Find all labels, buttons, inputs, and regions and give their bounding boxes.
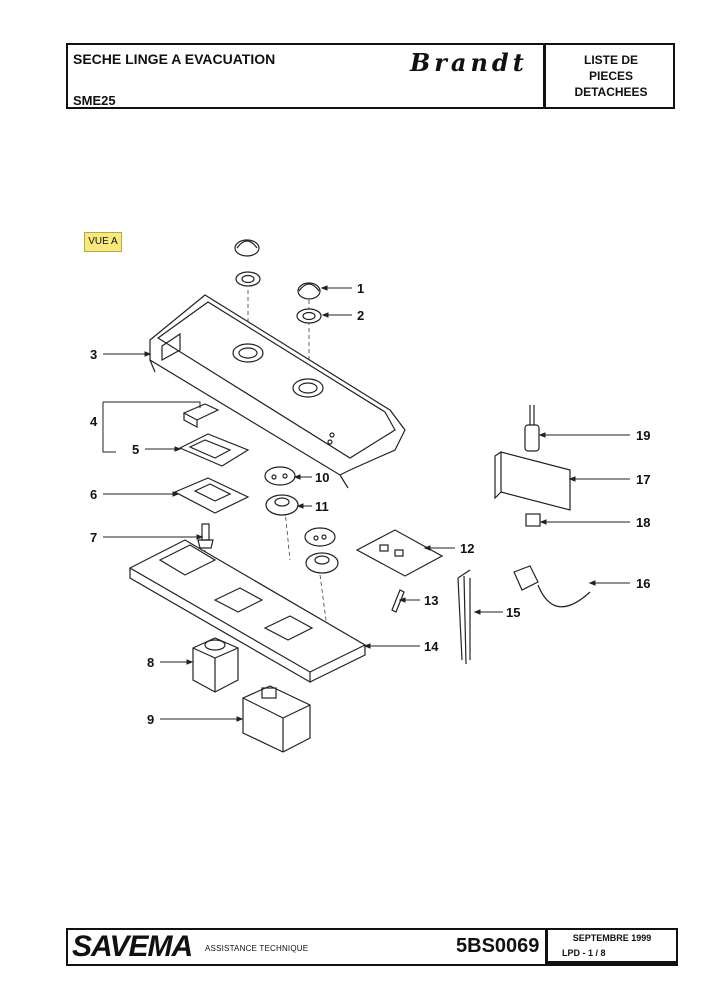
department-label: ASSISTANCE TECHNIQUE [205, 944, 309, 953]
sensor-part-13 [391, 589, 405, 613]
programmer-part-9 [242, 685, 311, 753]
page-info: LPD - 1 / 8 [562, 948, 606, 958]
mains-cable-part-16 [513, 565, 591, 608]
disc-part-10 [264, 466, 336, 547]
harness-part-15 [457, 569, 471, 665]
callout-1: 1 [357, 281, 364, 296]
callout-4: 4 [90, 414, 98, 429]
title-cell: SECHE LINGE A EVACUATION SME25 Brandt [68, 45, 545, 108]
control-panel-part-3 [149, 294, 406, 489]
disc-part-11 [265, 494, 339, 574]
callout-3: 3 [90, 347, 97, 362]
capacitor-part-19 [524, 405, 540, 452]
document-title: SECHE LINGE A EVACUATION [73, 51, 276, 67]
callout-19: 19 [636, 428, 650, 443]
footer-block: SAVEMA ASSISTANCE TECHNIQUE 5BS0069 SEPT… [66, 928, 678, 966]
model-number: SME25 [73, 93, 116, 108]
bracket-part-17 [494, 451, 571, 511]
lamp-part-7 [197, 523, 214, 549]
chassis-part-14 [128, 539, 367, 684]
switch-support-part-5 [178, 433, 250, 467]
title-block: SECHE LINGE A EVACUATION SME25 Brandt LI… [66, 43, 675, 109]
brand-logo: Brandt [410, 48, 528, 77]
callout-9: 9 [147, 712, 154, 727]
document-type-line: LISTE DE [583, 53, 638, 67]
document-type-line: DETACHEES [574, 85, 648, 99]
callout-12: 12 [460, 541, 474, 556]
callout-8: 8 [147, 655, 154, 670]
document-type: LISTE DE PIECES DETACHEES [543, 45, 676, 107]
callout-5: 5 [132, 442, 139, 457]
company-logo: SAVEMA [72, 930, 193, 963]
clip-part-18 [525, 513, 541, 527]
callout-10: 10 [315, 470, 329, 485]
callout-13: 13 [424, 593, 438, 608]
switch-part-4 [182, 403, 220, 429]
document-reference: 5BS0069 [456, 935, 540, 957]
board-part-6 [173, 477, 250, 514]
callout-15: 15 [506, 605, 520, 620]
callout-16: 16 [636, 576, 650, 591]
callout-7: 7 [90, 530, 97, 545]
issue-date: SEPTEMBRE 1999 [572, 933, 652, 943]
callout-6: 6 [90, 487, 97, 502]
callout-17: 17 [636, 472, 650, 487]
document-type-line: PIECES [588, 69, 633, 83]
timer-part-8 [192, 637, 239, 693]
view-label: VUE A [84, 232, 122, 252]
date-block: SEPTEMBRE 1999 LPD - 1 / 8 [545, 930, 676, 964]
callout-11: 11 [315, 499, 329, 514]
bezel-part-2 [235, 271, 322, 324]
leader-lines [102, 285, 630, 722]
callout-14: 14 [424, 639, 439, 654]
callout-18: 18 [636, 515, 650, 530]
callout-2: 2 [357, 308, 364, 323]
pcb-part-12 [355, 529, 444, 577]
knob-part-1 [234, 239, 321, 300]
callout-numbers: 1 2 3 4 5 6 7 8 9 10 11 12 13 14 15 16 1… [90, 281, 650, 727]
